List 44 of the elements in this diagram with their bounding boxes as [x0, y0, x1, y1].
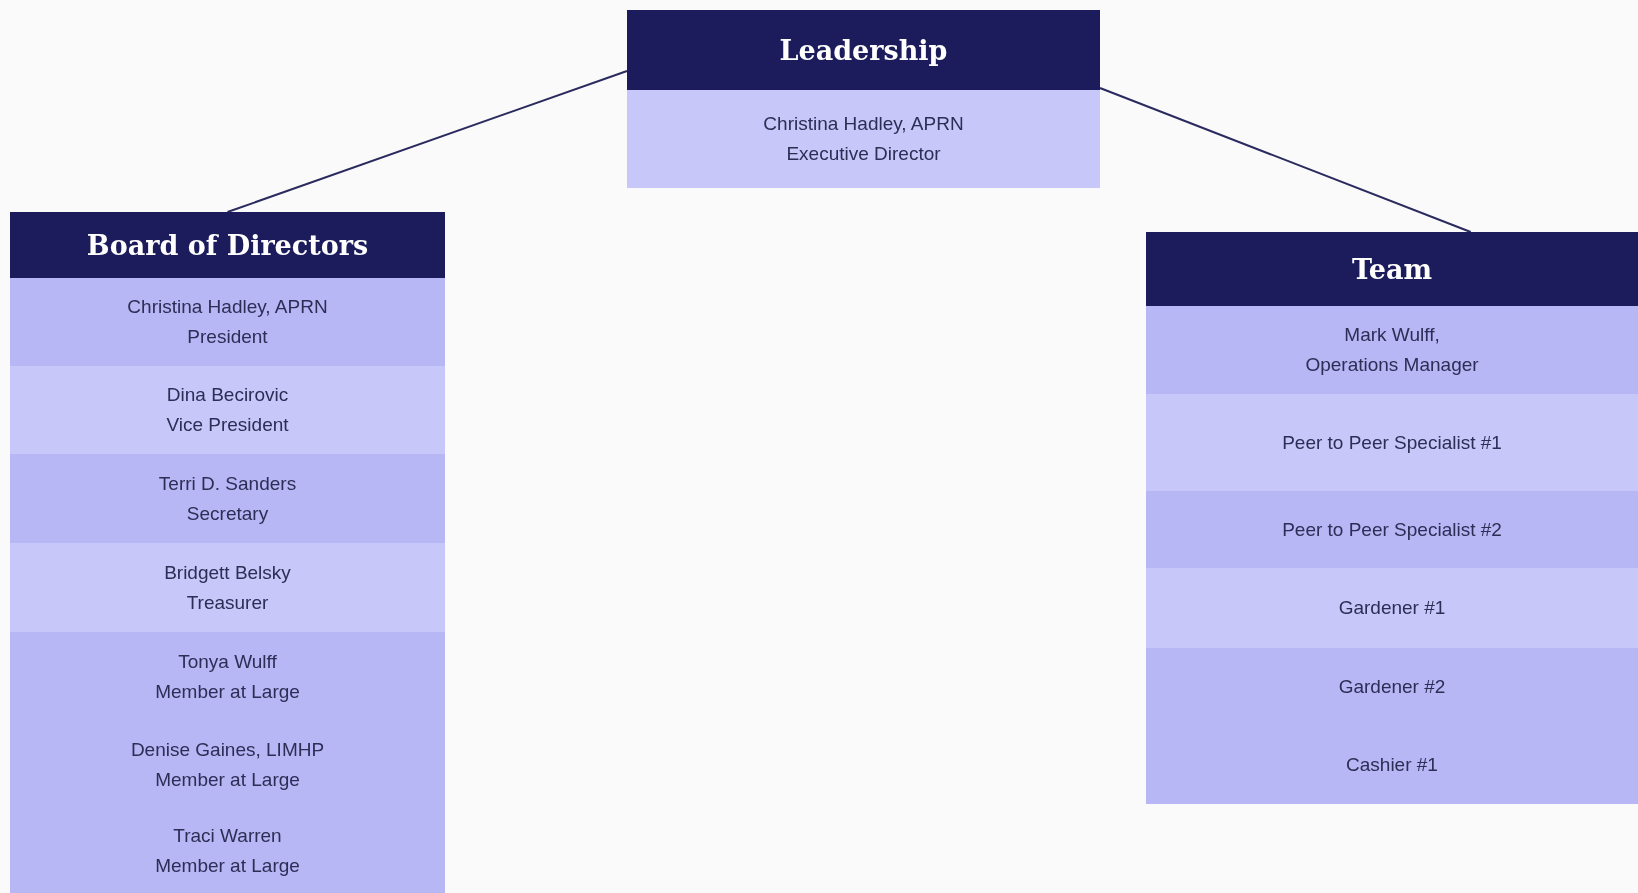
member-role: Vice President [166, 413, 289, 437]
member-row [10, 454, 445, 543]
org-panel [627, 10, 1100, 188]
member-name: Christina Hadley, APRN [763, 112, 964, 136]
member-name: Dina Becirovic [166, 383, 289, 407]
member-name: Christina Hadley, APRN [127, 295, 328, 319]
member-name: Peer to Peer Specialist #2 [1282, 517, 1502, 542]
member-name: Mark Wulff, [1344, 323, 1440, 347]
member-name: Bridgett Belsky [164, 560, 291, 585]
member-name: Gardener #1 [1338, 596, 1446, 620]
member-row [10, 808, 445, 893]
member-role: Executive Director [786, 142, 941, 166]
panel-heading: Team [1351, 253, 1433, 285]
member-row [1146, 394, 1638, 491]
member-name: Denise Gaines, LIMHP [130, 737, 325, 762]
org-panel [1146, 232, 1638, 804]
member-role: Member at Large [155, 679, 300, 704]
org-panel [10, 212, 445, 893]
member-row [1146, 726, 1638, 804]
connector-line [1099, 87, 1472, 233]
member-role: Member at Large [155, 767, 300, 792]
member-row [1146, 306, 1638, 394]
member-name: Terri D. Sanders [158, 471, 297, 496]
member-role: Member at Large [155, 853, 300, 878]
member-name: Gardener #2 [1338, 675, 1446, 699]
member-role: President [187, 325, 268, 349]
member-row [627, 90, 1100, 188]
panel-heading: Leadership [779, 34, 948, 66]
member-row [10, 632, 445, 721]
member-row [1146, 648, 1638, 726]
member-row [10, 278, 445, 366]
member-role: Secretary [186, 501, 269, 526]
member-name: Traci Warren [173, 823, 282, 848]
member-row [1146, 491, 1638, 568]
member-row [10, 366, 445, 454]
member-role: Operations Manager [1305, 353, 1479, 377]
member-name: Peer to Peer Specialist #1 [1282, 430, 1502, 455]
connector-line [226, 70, 628, 213]
member-row [1146, 568, 1638, 648]
panel-heading: Board of Directors [86, 229, 369, 261]
member-name: Cashier #1 [1346, 753, 1438, 777]
member-name: Tonya Wulff [178, 649, 277, 674]
member-row [10, 543, 445, 632]
member-role: Treasurer [186, 590, 269, 615]
